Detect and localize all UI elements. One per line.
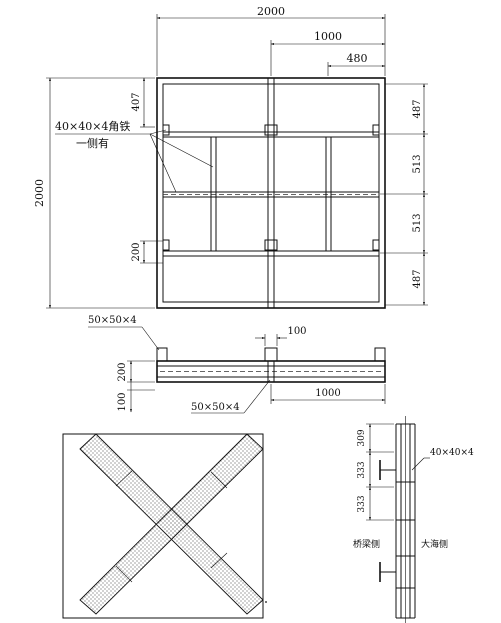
dim-total-width: 2000	[156, 5, 386, 76]
section-view: 50×50×4 100 200 100 50×50×4 1000	[88, 315, 386, 414]
section-beam	[156, 360, 386, 383]
angle-iron-note: 40×40×4角铁 一侧有	[55, 120, 214, 193]
angle-tab	[264, 239, 278, 251]
x-brace-diagonals	[79, 433, 264, 615]
dim-total-height: 2000	[33, 77, 155, 309]
section-post	[264, 347, 278, 362]
angle-tab	[162, 124, 170, 136]
plan-outer-frame	[156, 77, 386, 309]
angle-label-line2: 一侧有	[76, 136, 109, 150]
dim-407: 407	[131, 77, 155, 128]
dim-label-309: 309	[357, 429, 367, 446]
angle-tab	[264, 124, 278, 136]
dim-label-2000-left: 2000	[33, 179, 46, 207]
x-brace-frame	[62, 433, 264, 619]
section-label-top: 50×50×4	[88, 315, 137, 326]
dim-200-plan: 200	[131, 240, 163, 264]
angle-tab	[372, 239, 380, 251]
dim-label-480: 480	[347, 52, 368, 65]
x-brace-view	[62, 433, 267, 619]
dim-label-513-b: 513	[412, 213, 423, 232]
side-label-bridge: 桥梁侧	[353, 538, 380, 550]
section-label-bottom: 50×50×4	[191, 402, 240, 413]
dim-label-1000-top: 1000	[314, 30, 342, 43]
dim-label-2000-top: 2000	[257, 5, 285, 18]
dim-right-chain: 487 513 513 487	[380, 83, 428, 306]
section-post	[374, 347, 386, 362]
dim-label-487-top: 487	[412, 99, 423, 118]
dim-label-200-plan: 200	[131, 242, 142, 261]
dim-label-333-a: 333	[357, 461, 367, 478]
dim-label-513-a: 513	[412, 154, 423, 173]
dim-label-1000-section: 1000	[315, 388, 340, 399]
bolt	[379, 460, 396, 480]
bolt	[379, 562, 396, 582]
angle-label-line1: 40×40×4角铁	[55, 120, 130, 133]
angle-tab	[162, 239, 170, 251]
section-post	[156, 347, 168, 362]
side-label-sea: 大海侧	[421, 538, 448, 550]
dim-label-407: 407	[131, 92, 142, 111]
angle-tab	[372, 124, 380, 136]
plan-inner-frame	[162, 83, 380, 303]
dim-half-width: 1000	[270, 30, 386, 76]
dim-label-100-left: 100	[117, 392, 128, 411]
dim-480: 480	[327, 52, 386, 76]
plan-view: 2000 1000 480 2000 407 200	[33, 5, 428, 309]
dim-label-487-bottom: 487	[412, 269, 423, 288]
side-view: 309 333 333 40×40×4 桥梁侧 大海侧	[353, 416, 474, 623]
dim-label-100-top: 100	[287, 326, 306, 337]
side-label-angle: 40×40×4	[430, 448, 474, 458]
dim-label-333-b: 333	[357, 495, 367, 512]
dim-label-200-section: 200	[117, 362, 128, 381]
